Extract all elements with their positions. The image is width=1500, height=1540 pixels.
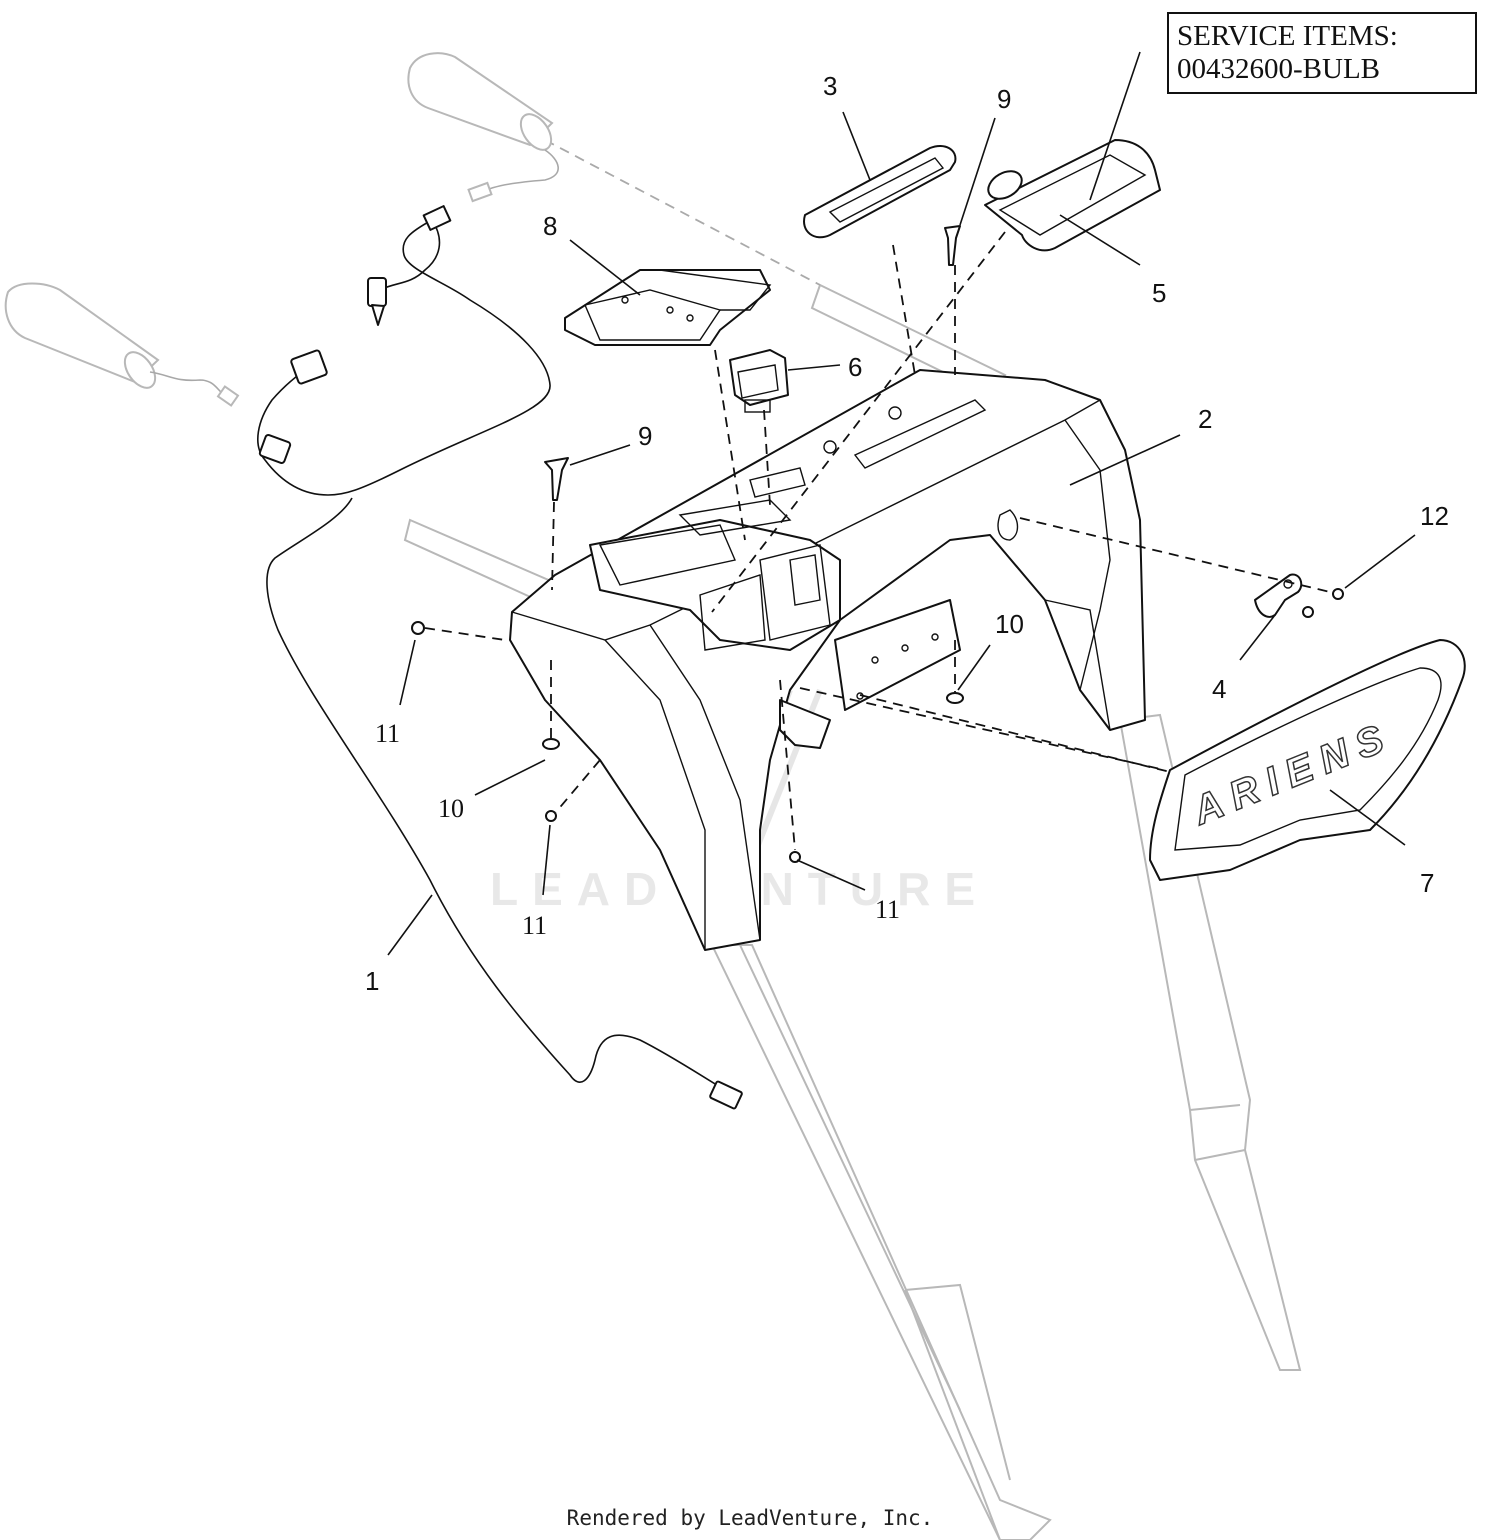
part-12-nut[interactable] <box>1332 588 1344 600</box>
part-4-clip[interactable] <box>1254 573 1314 618</box>
callout-2: 2 <box>1198 404 1212 434</box>
callout-11-bottom: 11 <box>522 911 547 940</box>
callout-6: 6 <box>848 352 862 382</box>
callout-10-right: 10 <box>995 609 1024 639</box>
service-items-part-number: 00432600-BULB <box>1177 53 1380 85</box>
footer-credit: Rendered by LeadVenture, Inc. <box>566 1506 934 1530</box>
callout-12: 12 <box>1420 501 1449 531</box>
part-9-screws[interactable] <box>544 225 961 501</box>
part-1-wire-harness[interactable] <box>257 205 743 1110</box>
mounting-bracket <box>779 599 961 749</box>
leader-lines <box>387 51 1416 956</box>
callout-4: 4 <box>1212 674 1226 704</box>
upper-handle-bar <box>403 139 1007 607</box>
callout-11-left: 11 <box>375 719 400 748</box>
part-11-nuts[interactable] <box>411 621 801 863</box>
callout-1: 1 <box>365 966 379 996</box>
left-hand-grip <box>4 282 240 407</box>
part-7-badge-panel[interactable]: ARIENS <box>1149 639 1466 881</box>
assembly-lines <box>424 231 1331 851</box>
callout-10-left: 10 <box>438 794 464 823</box>
part-6-rocker-switch[interactable] <box>729 349 789 413</box>
part-5-headlight[interactable] <box>983 139 1161 252</box>
callout-11-right: 11 <box>875 895 900 924</box>
part-3-bezel[interactable] <box>803 144 957 239</box>
part-8-switch-cover[interactable] <box>564 269 772 346</box>
right-hand-grip <box>407 52 559 203</box>
callout-5: 5 <box>1152 278 1166 308</box>
callout-3: 3 <box>823 71 837 101</box>
part-10-washers[interactable] <box>542 692 964 750</box>
service-items-box: SERVICE ITEMS: 00432600-BULB <box>1167 12 1477 94</box>
callout-9-top: 9 <box>997 84 1011 114</box>
callout-7: 7 <box>1420 868 1434 898</box>
service-items-heading: SERVICE ITEMS: <box>1177 20 1398 52</box>
callout-9-left: 9 <box>638 421 652 451</box>
callout-8: 8 <box>543 211 557 241</box>
callouts: 1 2 3 4 5 6 7 8 9 9 10 10 11 11 11 12 <box>365 71 1449 996</box>
